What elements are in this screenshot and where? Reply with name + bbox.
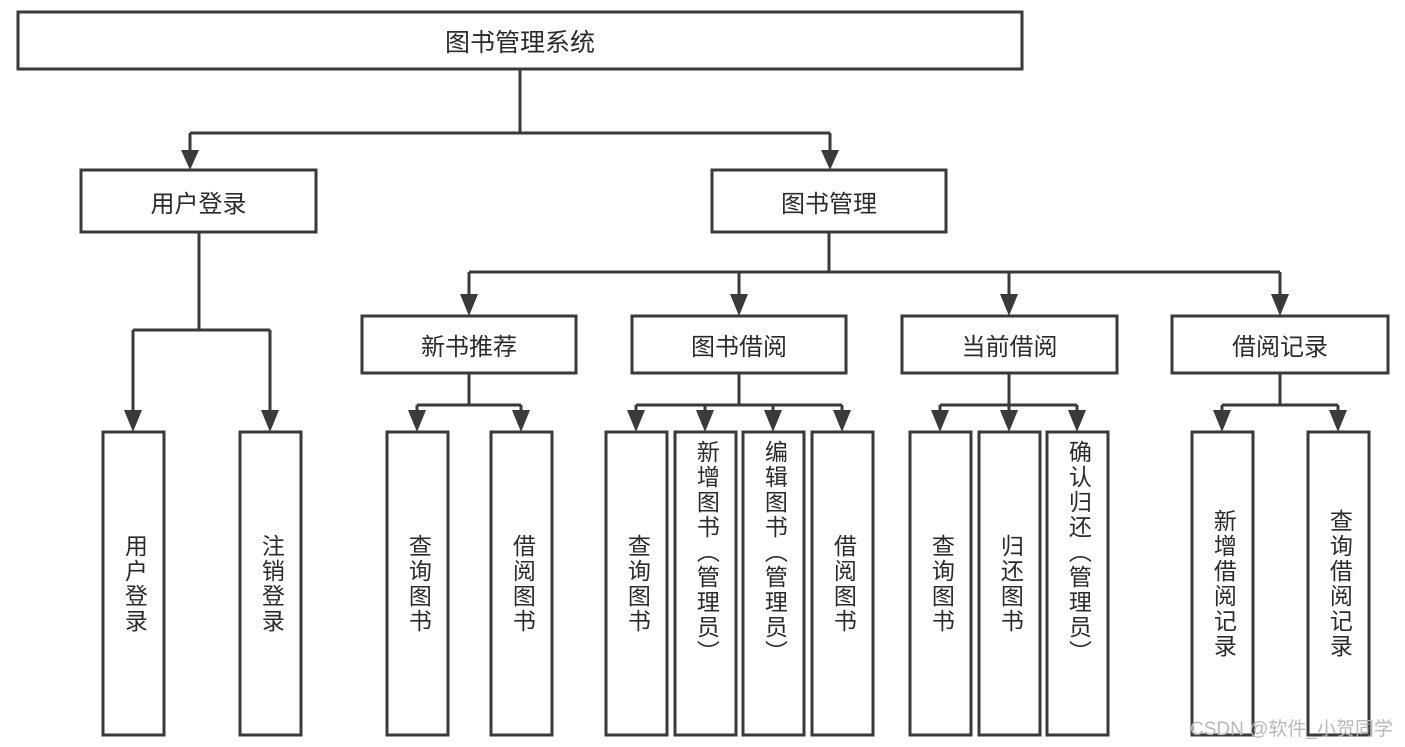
leaf-user-login-0[interactable] [101,430,166,737]
arrowhead-bookborrow-leaf4 [833,410,851,432]
arrowhead-currentborrow-leaf1 [931,410,949,432]
node-borrow-record[interactable] [1170,314,1390,375]
arrowhead-userlogin-leaf1 [124,410,142,432]
leaf-book-borrow-0[interactable] [604,430,669,737]
node-current-borrow[interactable] [900,314,1119,375]
leaf-new-book-recommend-1[interactable] [489,430,554,737]
connector-layer [124,69,1347,432]
arrowhead-book-borrow [730,294,748,316]
arrowhead-current-borrow [1000,294,1018,316]
node-user-login[interactable] [79,168,318,234]
arrowhead-bookborrow-leaf2 [696,410,714,432]
arrowhead-borrow-record [1271,294,1289,316]
leaf-book-borrow-1[interactable] [673,430,738,737]
arrowhead-newbook-leaf2 [512,410,530,432]
arrowhead-newbook-leaf1 [408,410,426,432]
node-root[interactable] [16,10,1024,71]
leaf-book-borrow-2[interactable] [741,430,806,737]
arrowhead-new-book-recommend [460,294,478,316]
arrowhead-userlogin-leaf2 [261,410,279,432]
leaf-current-borrow-1[interactable] [977,430,1042,737]
node-book-manage[interactable] [710,168,948,234]
arrowhead-borrowrecord-leaf1 [1213,410,1231,432]
arrowhead-user-login [181,150,199,170]
leaf-borrow-record-0[interactable] [1190,430,1255,737]
node-new-book-recommend[interactable] [360,314,578,375]
leaf-current-borrow-2[interactable] [1045,430,1110,737]
leaf-new-book-recommend-0[interactable] [385,430,450,737]
leaf-borrow-record-1[interactable] [1306,430,1371,737]
arrowhead-borrowrecord-leaf2 [1329,410,1347,432]
arrowhead-book-manage [821,150,839,170]
leaf-current-borrow-0[interactable] [908,430,973,737]
node-book-borrow[interactable] [630,314,848,375]
arrowhead-bookborrow-leaf1 [627,410,645,432]
leaf-user-login-1[interactable] [238,430,303,737]
leaf-book-borrow-3[interactable] [810,430,875,737]
arrowhead-currentborrow-leaf3 [1068,410,1086,432]
node-layer [16,10,1390,737]
arrowhead-currentborrow-leaf2 [1000,410,1018,432]
arrowhead-bookborrow-leaf3 [764,410,782,432]
